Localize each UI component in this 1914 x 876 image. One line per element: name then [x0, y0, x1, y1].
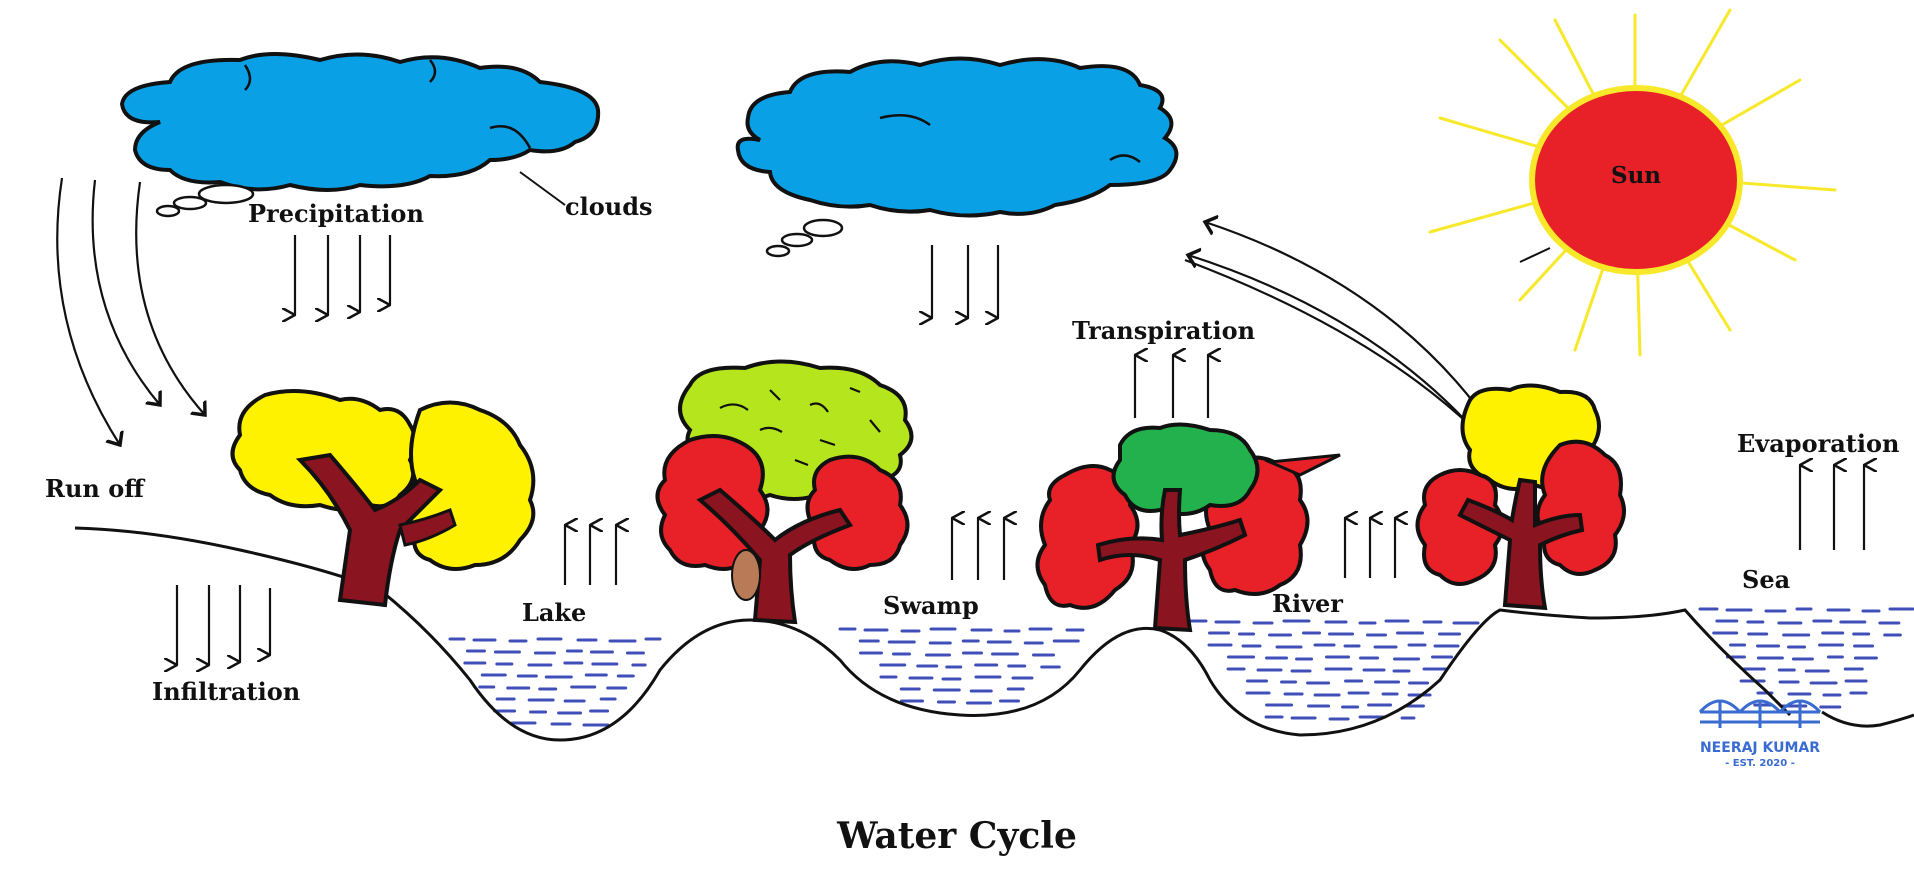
label-river: River: [1272, 589, 1343, 618]
sun: Sun: [1428, 8, 1837, 357]
label-swamp: Swamp: [883, 591, 979, 620]
label-sun: Sun: [1611, 162, 1661, 189]
sun-disc: [1529, 85, 1743, 275]
tree-2: [655, 359, 914, 625]
watermark-logo: NEERAJ KUMAR - EST. 2020 -: [1698, 699, 1822, 769]
cloud-left: [119, 52, 601, 218]
transpiration-curved-arrows: [1184, 222, 1479, 431]
tree-4: [1415, 383, 1626, 611]
tree-3: [1035, 422, 1341, 633]
evaporation-arrows-swamp: [952, 518, 1004, 580]
label-infiltration: Infiltration: [152, 677, 300, 706]
label-transpiration: Transpiration: [1072, 316, 1255, 345]
tree-1: [230, 389, 536, 608]
label-sea: Sea: [1742, 565, 1790, 594]
diagram-title: Water Cycle: [836, 815, 1077, 857]
swamp-water: [838, 627, 1085, 705]
evaporation-arrows-lake: [565, 525, 616, 585]
river-water: [1188, 619, 1480, 721]
label-clouds: clouds: [565, 192, 652, 221]
precipitation-arrows-center: [932, 245, 998, 318]
runoff-curved-arrows: [56, 177, 205, 445]
label-run-off: Run off: [45, 474, 145, 503]
ground-line: [74, 526, 1792, 742]
label-precipitation: Precipitation: [248, 199, 424, 228]
precipitation-arrows-left: [295, 235, 390, 315]
lake-water: [448, 637, 662, 727]
infiltration-arrows: [177, 585, 270, 665]
transpiration-arrows: [1135, 355, 1208, 418]
label-lake: Lake: [522, 598, 586, 627]
cloud-center: [735, 56, 1179, 258]
watermark-est: - EST. 2020 -: [1725, 758, 1795, 769]
label-evaporation: Evaporation: [1737, 429, 1899, 458]
watermark-name: NEERAJ KUMAR: [1700, 740, 1820, 756]
evaporation-arrows-river: [1345, 518, 1395, 578]
water-bodies: [448, 607, 1914, 727]
evaporation-arrows-sea: [1800, 465, 1864, 550]
